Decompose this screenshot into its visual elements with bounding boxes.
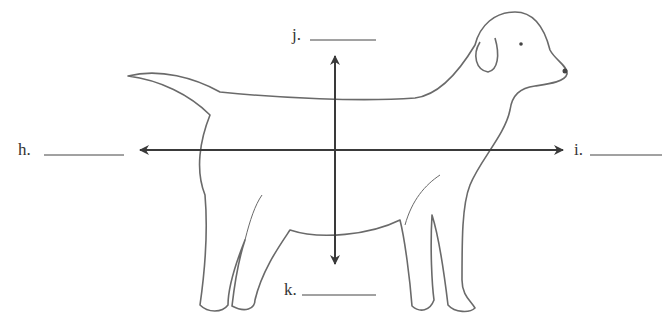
- blank-label: j.: [292, 25, 301, 45]
- blank-label: i.: [574, 140, 583, 160]
- answer-blank: [590, 155, 662, 156]
- dog-eye: [519, 42, 523, 46]
- answer-blank: [310, 40, 376, 41]
- answer-blank: [44, 155, 124, 156]
- blank-label: k.: [284, 280, 297, 300]
- vertical-arrow: [334, 56, 336, 264]
- horizontal-arrow: [140, 149, 563, 151]
- blank-label: h.: [18, 140, 31, 160]
- dog-nose: [563, 69, 568, 74]
- answer-blank: [302, 295, 376, 296]
- dog-outline: [128, 12, 567, 311]
